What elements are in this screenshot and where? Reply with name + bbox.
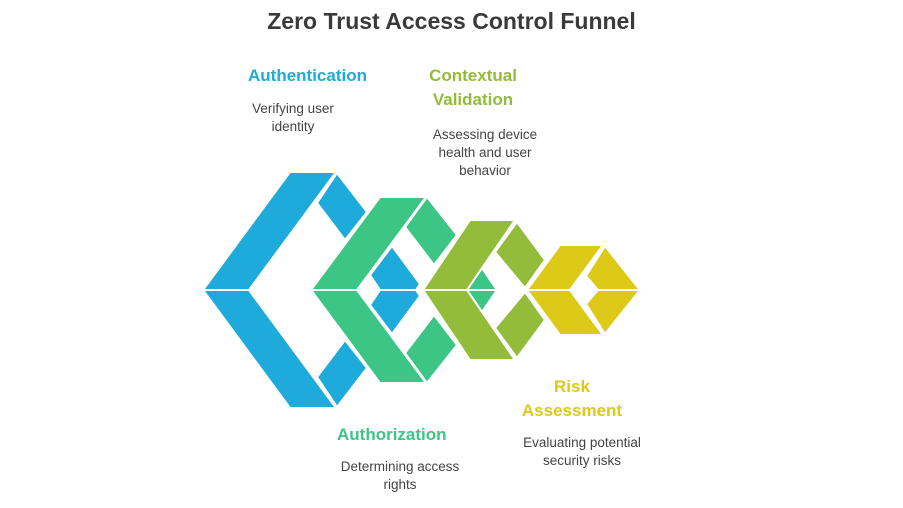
- contextual-validation-arm-upper: [493, 220, 547, 290]
- authentication-arm-lower: [315, 338, 369, 409]
- authorization-heading: Authorization: [337, 425, 447, 444]
- authentication-band-lower: [201, 289, 338, 409]
- diagram-title: Zero Trust Access Control Funnel: [267, 8, 636, 34]
- authentication-heading: Authentication: [248, 66, 367, 85]
- contextual-validation-arm-lower: [493, 290, 547, 360]
- authorization-arm-upper: [403, 195, 459, 267]
- authorization-arm-lower: [403, 313, 459, 385]
- authentication-arm-upper: [315, 171, 369, 242]
- authentication-inner-lower: [368, 289, 422, 336]
- contextual-validation-band-lower: [421, 289, 517, 361]
- authentication-band-upper: [201, 171, 338, 291]
- authentication-inner-upper: [368, 244, 422, 291]
- risk-assessment-arm-lower: [584, 289, 643, 336]
- risk-assessment-band-lower: [525, 289, 605, 336]
